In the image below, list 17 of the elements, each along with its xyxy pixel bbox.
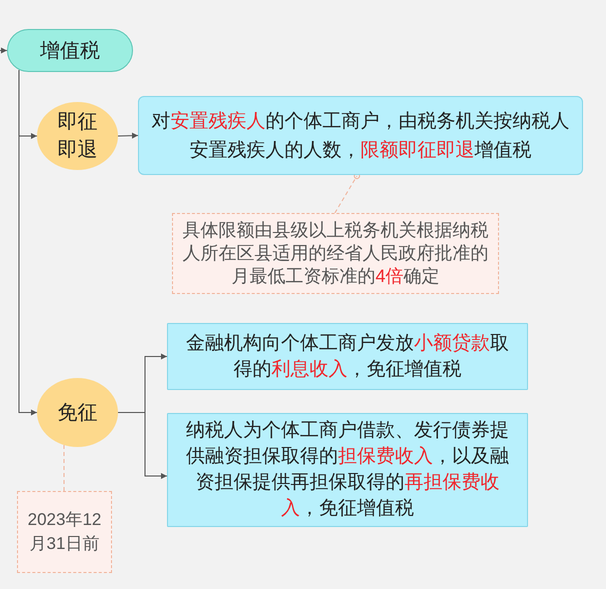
dashed-connector xyxy=(63,444,65,492)
rule-text: 金融机构向个体工商户发放小额贷款取得的利息收入，免征增值税 xyxy=(185,332,510,382)
note-text: 2023年12月31日前 xyxy=(26,509,102,555)
note-box xyxy=(172,213,499,294)
arrow xyxy=(118,412,168,480)
arrow xyxy=(18,69,38,416)
topic-pill xyxy=(7,29,133,72)
dashed-connector xyxy=(334,172,360,214)
arrow xyxy=(118,132,138,139)
rule-text: 对安置残疾人的个体工商户，由税务机关按纳税人安置残疾人的人数，限额即征即退增值税 xyxy=(150,110,570,162)
rule-text: 纳税人为个体工商户借款、发行债券提供融资担保取得的担保费收入，以及融资担保提供再担保取得的再担保费收入，免征增值税 xyxy=(185,419,510,521)
note-text: 具体限额由县级以上税务机关根据纳税人所在区县适用的经省人民政府批准的月最低工资标准的4倍确定 xyxy=(182,219,490,288)
category-label: 即征即退 xyxy=(56,110,98,163)
topic-label: 增值税 xyxy=(40,38,100,64)
note-box xyxy=(17,491,112,573)
arrow xyxy=(0,48,8,54)
category-label: 免征 xyxy=(56,400,98,426)
